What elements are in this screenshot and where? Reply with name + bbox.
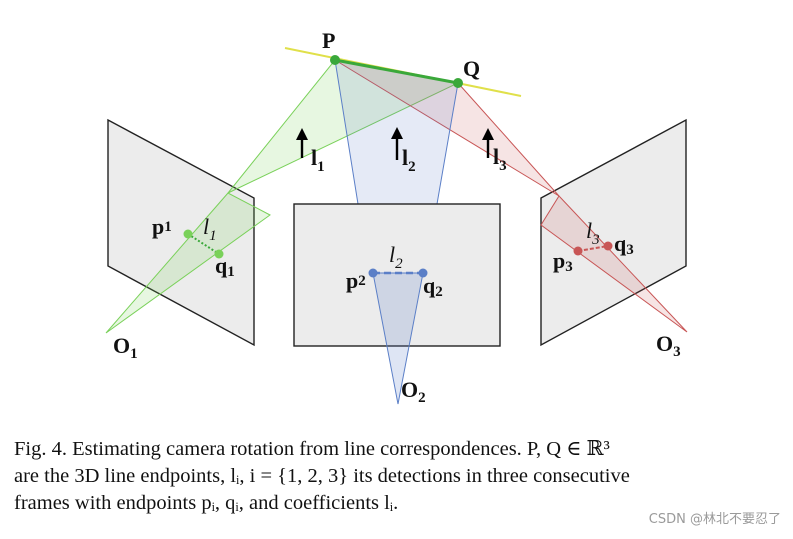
point-P	[330, 55, 340, 65]
detection-l3	[577, 245, 609, 252]
point-q2	[418, 268, 428, 278]
arrow-l1	[296, 128, 308, 158]
label-p2: p2	[346, 268, 366, 293]
label-il1: l1	[203, 214, 217, 244]
point-p2	[368, 268, 378, 278]
point-Q	[453, 78, 463, 88]
cone-frame-1	[105, 192, 271, 334]
image-plane-2	[293, 203, 501, 347]
label-p3: p3	[553, 248, 573, 275]
figure-caption: Fig. 4. Estimating camera rotation from …	[14, 436, 780, 517]
label-q2: q2	[423, 273, 443, 300]
label-coef-l2: l2	[402, 145, 416, 175]
point-q3	[603, 241, 613, 251]
label-il3: l3	[586, 218, 600, 248]
label-q1: q1	[215, 253, 235, 280]
label-Q: Q	[463, 56, 480, 81]
label-O3: O3	[656, 331, 681, 360]
label-O1: O1	[113, 333, 138, 362]
cone-frame-3	[540, 195, 688, 333]
label-il2: l2	[389, 242, 403, 272]
image-plane-3	[540, 118, 687, 347]
point-p1	[183, 229, 193, 239]
point-p3	[573, 246, 583, 256]
label-q3: q3	[614, 231, 634, 258]
point-q1	[214, 249, 224, 259]
caption-line-2: are the 3D line endpoints, lᵢ, i = {1, 2…	[14, 465, 630, 487]
label-coef-l1: l1	[311, 145, 325, 175]
arrow-l3	[482, 128, 494, 158]
segment-PQ	[334, 58, 459, 85]
label-O2: O2	[401, 377, 426, 406]
label-P: P	[322, 28, 335, 53]
image-plane-1	[107, 118, 255, 347]
camera-rotation-figure: P Q l1 l2 l3 p1 l1 q1 l2 p2 q2 l3 q3 p3 …	[105, 28, 688, 406]
caption-line-1: Fig. 4. Estimating camera rotation from …	[14, 438, 610, 460]
label-p1: p1	[152, 214, 172, 239]
caption-line-3: frames with endpoints pᵢ, qᵢ, and coeffi…	[14, 492, 399, 514]
arrow-l2	[391, 127, 403, 160]
csdn-watermark: CSDN @林北不要忍了	[648, 512, 781, 527]
label-coef-l3: l3	[493, 144, 507, 174]
